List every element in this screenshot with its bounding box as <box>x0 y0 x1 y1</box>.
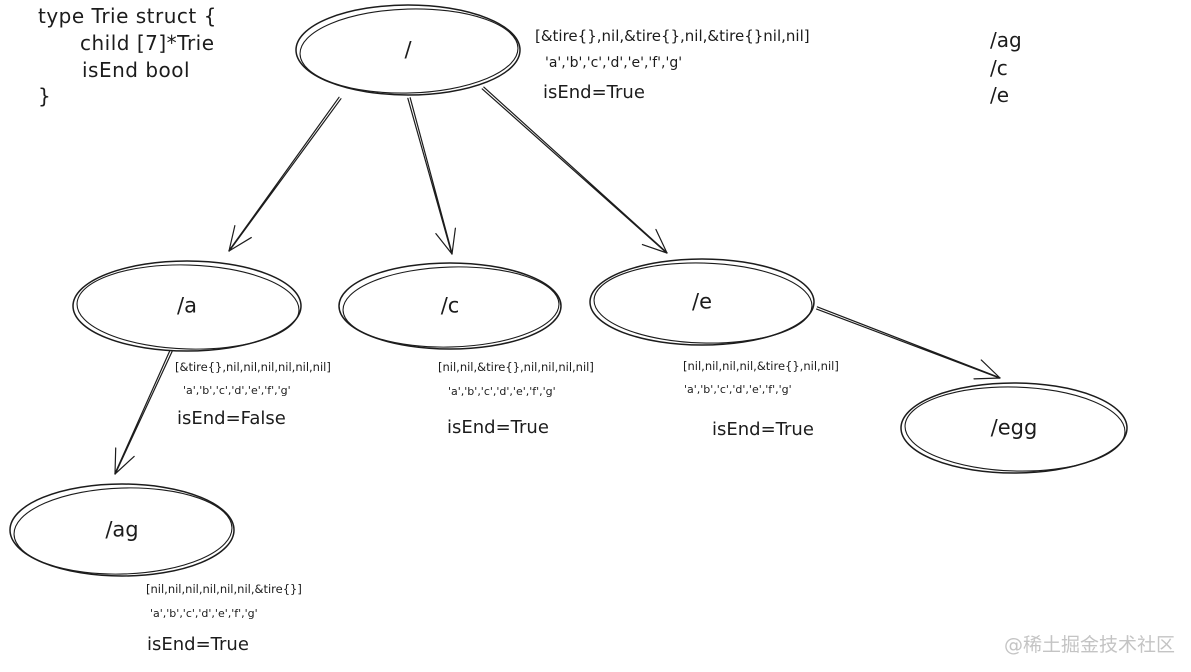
node-e-letters: 'a','b','c','d','e','f','g' <box>684 383 792 396</box>
node-a-label: /a <box>177 293 197 318</box>
path-list-item-ag: /ag <box>990 28 1022 52</box>
node-a-children-array: [&tire{},nil,nil,nil,nil,nil,nil] <box>175 360 331 374</box>
watermark: @稀土掘金技术社区 <box>1004 634 1176 656</box>
edge-root-c <box>407 97 456 255</box>
node-ag-isend: isEnd=True <box>147 634 249 655</box>
code-line-isend-field: isEnd bool <box>82 58 191 82</box>
node-c-isend: isEnd=True <box>447 417 549 438</box>
node-root-label: / <box>404 37 412 62</box>
node-c-children-array: [nil,nil,&tire{},nil,nil,nil,nil] <box>438 360 594 374</box>
edge-a-ag <box>114 349 173 475</box>
node-e-label: /e <box>692 289 712 314</box>
root-letters: 'a','b','c','d','e','f','g' <box>545 55 683 71</box>
node-a-letters: 'a','b','c','d','e','f','g' <box>183 384 291 397</box>
node-egg-ellipse <box>900 382 1128 474</box>
node-ag-label: /ag <box>105 517 139 542</box>
root-isend: isEnd=True <box>543 82 645 103</box>
edge-root-a <box>228 96 342 252</box>
code-line-struct-open: type Trie struct { <box>38 4 217 28</box>
node-c-letters: 'a','b','c','d','e','f','g' <box>448 385 556 398</box>
node-c-label: /c <box>440 293 460 318</box>
node-e-isend: isEnd=True <box>712 419 814 440</box>
edge-root-e <box>481 86 668 254</box>
node-e-ellipse <box>589 258 815 346</box>
root-children-array: [&tire{},nil,&tire{},nil,&tire{}nil,nil] <box>535 27 810 45</box>
node-egg-label: /egg <box>990 415 1038 440</box>
path-list-item-c: /c <box>990 56 1008 80</box>
path-list-item-e: /e <box>990 83 1010 107</box>
code-line-child-field: child [7]*Trie <box>80 31 215 55</box>
edges-group <box>114 86 1001 475</box>
node-ag-children-array: [nil,nil,nil,nil,nil,nil,&tire{}] <box>146 582 302 596</box>
node-ag-letters: 'a','b','c','d','e','f','g' <box>150 607 258 620</box>
code-line-struct-close: } <box>38 84 52 108</box>
node-ag-ellipse <box>9 483 235 577</box>
node-c-ellipse <box>338 262 562 350</box>
edge-e-egg <box>815 306 1001 380</box>
node-a-ellipse <box>72 260 302 352</box>
node-e-children-array: [nil,nil,nil,nil,&tire{},nil,nil] <box>683 359 839 373</box>
node-a-isend: isEnd=False <box>177 408 286 429</box>
node-root-ellipse <box>295 4 521 96</box>
